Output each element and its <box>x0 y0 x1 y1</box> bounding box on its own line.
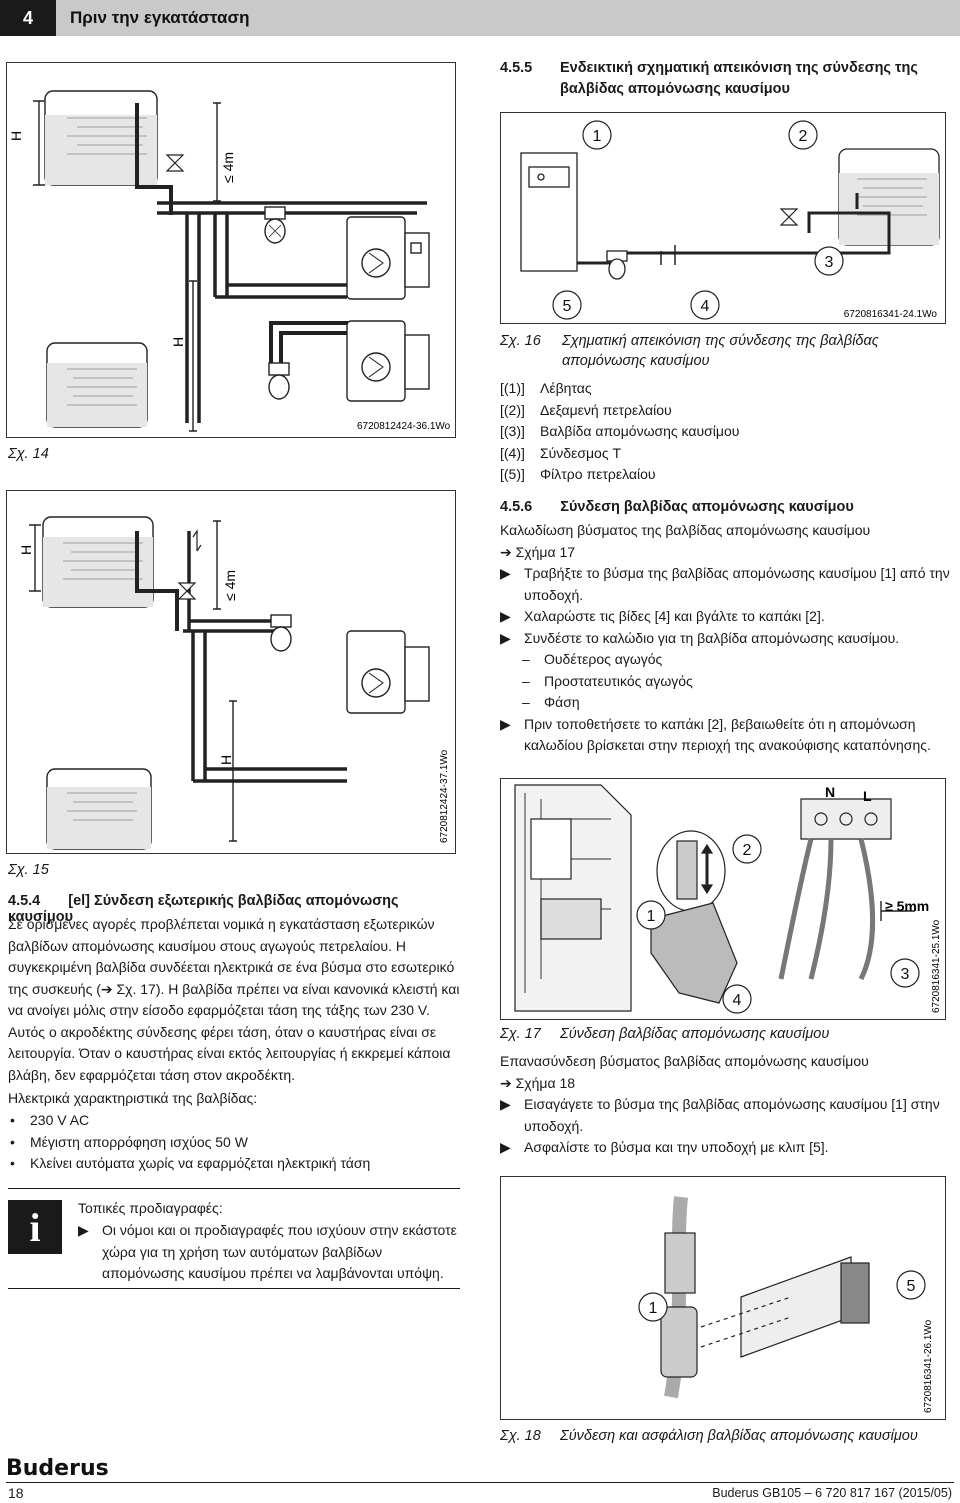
legend-item: [(4)]Σύνδεσμος T <box>500 444 622 461</box>
fig15-caption: Σχ. 15 <box>8 862 49 878</box>
chapter-title: Πριν την εγκατάσταση <box>70 8 250 27</box>
legend-item: [(3)]Βαλβίδα απομόνωσης καυσίμου <box>500 423 740 439</box>
step-item: ▶Τραβήξτε το βύσμα της βαλβίδας απομόνωσ… <box>500 565 950 603</box>
reconnect-step: ▶Εισαγάγετε το βύσμα της βαλβίδας απομόν… <box>500 1096 940 1134</box>
fig17-terminal-n: N <box>825 784 835 800</box>
infobox-text: ▶Οι νόμοι και οι προδιαγραφές που ισχύου… <box>78 1222 457 1281</box>
figure-18-drawing: 1 5 6720816341-26.1Wo <box>638 1196 934 1413</box>
section-454-paragraph: Σε ορισμένες αγορές προβλέπεται νομικά η… <box>8 916 460 1083</box>
figure-18: 1 5 6720816341-26.1Wo <box>500 1176 946 1420</box>
section-456-ref: ➔ Σχήμα 17 <box>500 543 576 560</box>
legend-item: [(5)]Φίλτρο πετρελαίου <box>500 466 656 482</box>
fig14-label-h-lower: H <box>170 337 186 347</box>
fig17-image-code: 6720816341-25.1Wo <box>931 919 942 1013</box>
section-455-heading: 4.5.5 Ενδεικτική σχηματική απεικόνιση τη… <box>500 60 918 97</box>
wire-item: –Ουδέτερος αγωγός <box>522 651 663 667</box>
wire-item: –Φάση <box>522 694 580 710</box>
fig14-image-code: 6720812424-36.1Wo <box>357 421 451 432</box>
fig16-marker-4: 4 <box>701 298 710 315</box>
legend-item: [(2)]Δεξαμενή πετρελαίου <box>500 401 672 418</box>
section-454-specs-title: Ηλεκτρικά χαρακτηριστικά της βαλβίδας: <box>8 1090 258 1106</box>
legend-item: [(1)]Λέβητας <box>500 380 592 396</box>
spec-item: •Μέγιστη απορρόφηση ισχύος 50 W <box>10 1133 248 1150</box>
fig18-marker-1: 1 <box>649 1300 658 1317</box>
fig16-image-code: 6720816341-24.1Wo <box>844 309 938 320</box>
fig14-label-4m: ≤ 4m <box>220 152 236 183</box>
info-icon: i <box>8 1200 62 1254</box>
section-454-heading: 4.5.4[el] Σύνδεση εξωτερικής βαλβίδας απ… <box>8 893 399 925</box>
figure-17: 1 2 3 4 N L ≥ 5mm 6720816341-25.1Wo <box>500 778 946 1020</box>
fig16-marker-3: 3 <box>825 254 834 271</box>
wire-item: –Προστατευτικός αγωγός <box>522 672 693 689</box>
buderus-logo: Buderus <box>6 1456 109 1481</box>
section-456-subtitle: Καλωδίωση βύσματος της βαλβίδας απομόνωσ… <box>500 522 871 538</box>
fig17-marker-4: 4 <box>733 992 742 1009</box>
section-454-specs: •230 V AC •Μέγιστη απορρόφηση ισχύος 50 … <box>8 1110 460 1175</box>
page-number: 18 <box>8 1485 24 1501</box>
figure-15: H ≤ 4m H 6720812424-37.1Wo <box>6 490 456 854</box>
fig15-label-h-lower: H <box>218 755 234 765</box>
fig14-caption: Σχ. 14 <box>8 446 49 462</box>
fig17-marker-2: 2 <box>743 842 752 859</box>
infobox-top-rule <box>8 1188 460 1189</box>
infobox-title: Τοπικές προδιαγραφές: <box>78 1200 223 1216</box>
fig17-terminal-l: L <box>863 788 872 804</box>
figure-16: 1 2 3 4 5 6720816341-24.1Wo <box>500 112 946 324</box>
fig16-marker-5: 5 <box>563 298 572 315</box>
step-item: ▶Πριν τοποθετήσετε το καπάκι [2], βεβαιω… <box>500 715 931 754</box>
footer-rule <box>6 1482 954 1483</box>
fig16-caption: Σχ. 16 Σχηματική απεικόνιση της σύνδεσης… <box>500 333 879 369</box>
infobox-bottom-rule <box>8 1288 460 1289</box>
fig18-image-code: 6720816341-26.1Wo <box>923 1319 934 1413</box>
fig16-legend: [(1)]Λέβητας [(2)]Δεξαμενή πετρελαίου [(… <box>500 378 940 486</box>
fig18-marker-5: 5 <box>907 1278 916 1295</box>
figure-17-drawing: 1 2 3 4 N L ≥ 5mm 6720816341-25.1Wo <box>514 784 942 1014</box>
header-bar <box>56 0 960 36</box>
fig16-marker-2: 2 <box>799 128 808 145</box>
fig17-marker-3: 3 <box>901 966 910 983</box>
fig15-image-code: 6720812424-37.1Wo <box>439 749 450 843</box>
figure-15-drawing: H ≤ 4m H 6720812424-37.1Wo <box>18 516 450 850</box>
reconnect-title: Επανασύνδεση βύσματος βαλβίδας απομόνωση… <box>500 1053 869 1069</box>
step-item: ▶Χαλαρώστε τις βίδες [4] και βγάλτε το κ… <box>500 608 825 624</box>
figure-14: H ≤ 4m H 6720812424-36.1Wo <box>6 62 456 438</box>
spec-item: •Κλείνει αυτόματα χωρίς να εφαρμόζεται η… <box>10 1155 371 1171</box>
fig16-marker-1: 1 <box>593 128 602 145</box>
reconnect-section: Επανασύνδεση βύσματος βαλβίδας απομόνωση… <box>500 1051 950 1159</box>
figure-16-drawing: 1 2 3 4 5 6720816341-24.1Wo <box>520 120 940 320</box>
fig15-label-4m: ≤ 4m <box>222 570 238 601</box>
spec-item: •230 V AC <box>10 1112 90 1128</box>
fig14-label-h-upper: H <box>8 131 24 141</box>
document-id: Buderus GB105 – 6 720 817 167 (2015/05) <box>712 1486 952 1500</box>
chapter-number: 4 <box>0 0 56 36</box>
section-456-content: Καλωδίωση βύσματος της βαλβίδας απομόνωσ… <box>500 520 950 757</box>
figure-14-drawing: H ≤ 4m H 6720812424-36.1Wo <box>8 90 451 432</box>
step-item: ▶Συνδέστε το καλώδιο για τη βαλβίδα απομ… <box>500 629 900 646</box>
reconnect-ref: ➔ Σχήμα 18 <box>500 1074 576 1091</box>
fig17-marker-1: 1 <box>647 908 656 925</box>
fig17-dimension: ≥ 5mm <box>885 898 929 914</box>
reconnect-step: ▶Ασφαλίστε το βύσμα και την υποδοχή με κ… <box>500 1139 829 1155</box>
fig15-label-h-upper: H <box>18 545 34 555</box>
